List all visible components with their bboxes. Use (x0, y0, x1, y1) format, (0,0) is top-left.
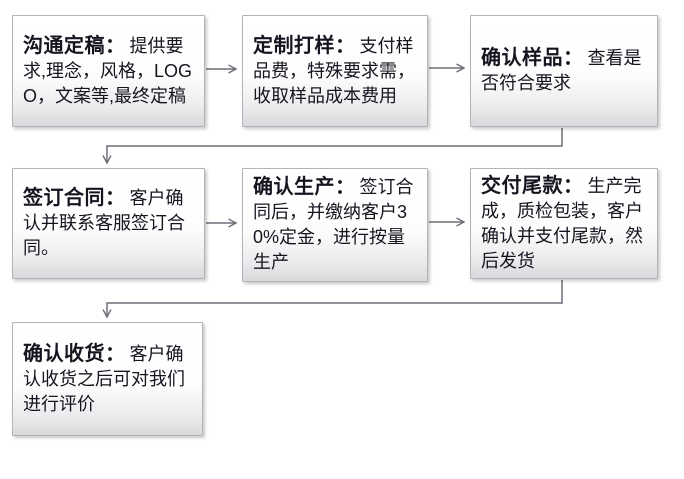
step-text: 确认样品：查看是否符合要求 (481, 46, 647, 96)
flow-step-sign-contract: 签订合同：客户确认并联系客服签订合同。 (12, 168, 205, 279)
step-body: 客户确认收货之后可对我们进行评价 (23, 343, 185, 414)
flow-step-confirm-sample: 确认样品：查看是否符合要求 (470, 15, 658, 127)
step-body: 查看是否符合要求 (481, 48, 642, 93)
step-title: 确认样品： (481, 47, 584, 69)
step-text: 签订合同：客户确认并联系客服签订合同。 (23, 186, 194, 261)
step-body: 提供要求,理念，风格，LOGO，文案等,最终定稿 (23, 35, 193, 106)
step-title: 定制打样： (253, 34, 356, 57)
step-text: 沟通定稿：提供要求,理念，风格，LOGO，文案等,最终定稿 (23, 34, 194, 109)
step-title: 确认收货： (23, 342, 126, 365)
step-title: 沟通定稿： (23, 34, 126, 57)
arrow-step3-to-step4-icon (107, 128, 563, 163)
step-body: 生产完成，质检包装，客户确认并支付尾款，然后发货 (481, 175, 643, 271)
step-title: 确认生产： (253, 176, 356, 198)
step-text: 确认收货：客户确认收货之后可对我们进行评价 (23, 342, 192, 417)
step-body: 支付样品费，特殊要求需，收取样品成本费用 (253, 35, 415, 106)
arrow-step6-to-step7-icon (107, 280, 563, 317)
flow-step-communicate-finalize: 沟通定稿：提供要求,理念，风格，LOGO，文案等,最终定稿 (12, 15, 205, 127)
flow-step-pay-balance: 交付尾款：生产完成，质检包装，客户确认并支付尾款，然后发货 (470, 168, 658, 279)
flow-step-confirm-receipt: 确认收货：客户确认收货之后可对我们进行评价 (12, 322, 203, 436)
step-title: 签订合同： (23, 187, 126, 209)
flow-step-custom-sample: 定制打样：支付样品费，特殊要求需，收取样品成本费用 (242, 15, 428, 127)
flow-step-confirm-production: 确认生产：签订合同后，并缴纳客户30%定金，进行按量生产 (242, 168, 428, 282)
step-body: 客户确认并联系客服签订合同。 (23, 188, 185, 258)
step-text: 定制打样：支付样品费，特殊要求需，收取样品成本费用 (253, 34, 417, 109)
step-body: 签订合同后，并缴纳客户30%定金，进行按量生产 (253, 177, 414, 272)
step-title: 交付尾款： (481, 174, 584, 197)
step-text: 确认生产：签订合同后，并缴纳客户30%定金，进行按量生产 (253, 175, 417, 275)
step-text: 交付尾款：生产完成，质检包装，客户确认并支付尾款，然后发货 (481, 174, 647, 274)
